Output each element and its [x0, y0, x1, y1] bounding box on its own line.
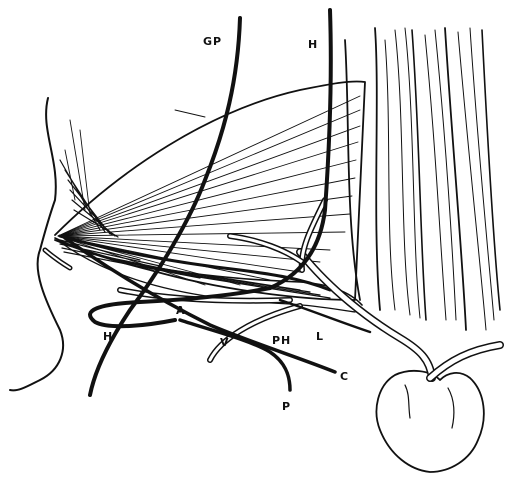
- label-c: C: [340, 370, 349, 383]
- label-gp: GP: [203, 35, 222, 48]
- label-v: V: [220, 336, 230, 349]
- artery-branch-horizontal: [230, 236, 302, 262]
- label-a: A: [176, 304, 186, 317]
- heart-detail: [405, 385, 410, 418]
- skin-outline: [10, 98, 63, 390]
- strap-muscles: [345, 28, 500, 330]
- heart-outline: [376, 371, 483, 472]
- label-l: L: [316, 330, 324, 343]
- label-ph: PH: [272, 334, 291, 347]
- vessel-branch: [430, 345, 500, 378]
- label-p: P: [282, 400, 291, 413]
- heart-detail-2: [448, 388, 454, 428]
- label-h-left: H: [103, 330, 113, 343]
- label-h-top: H: [308, 38, 318, 51]
